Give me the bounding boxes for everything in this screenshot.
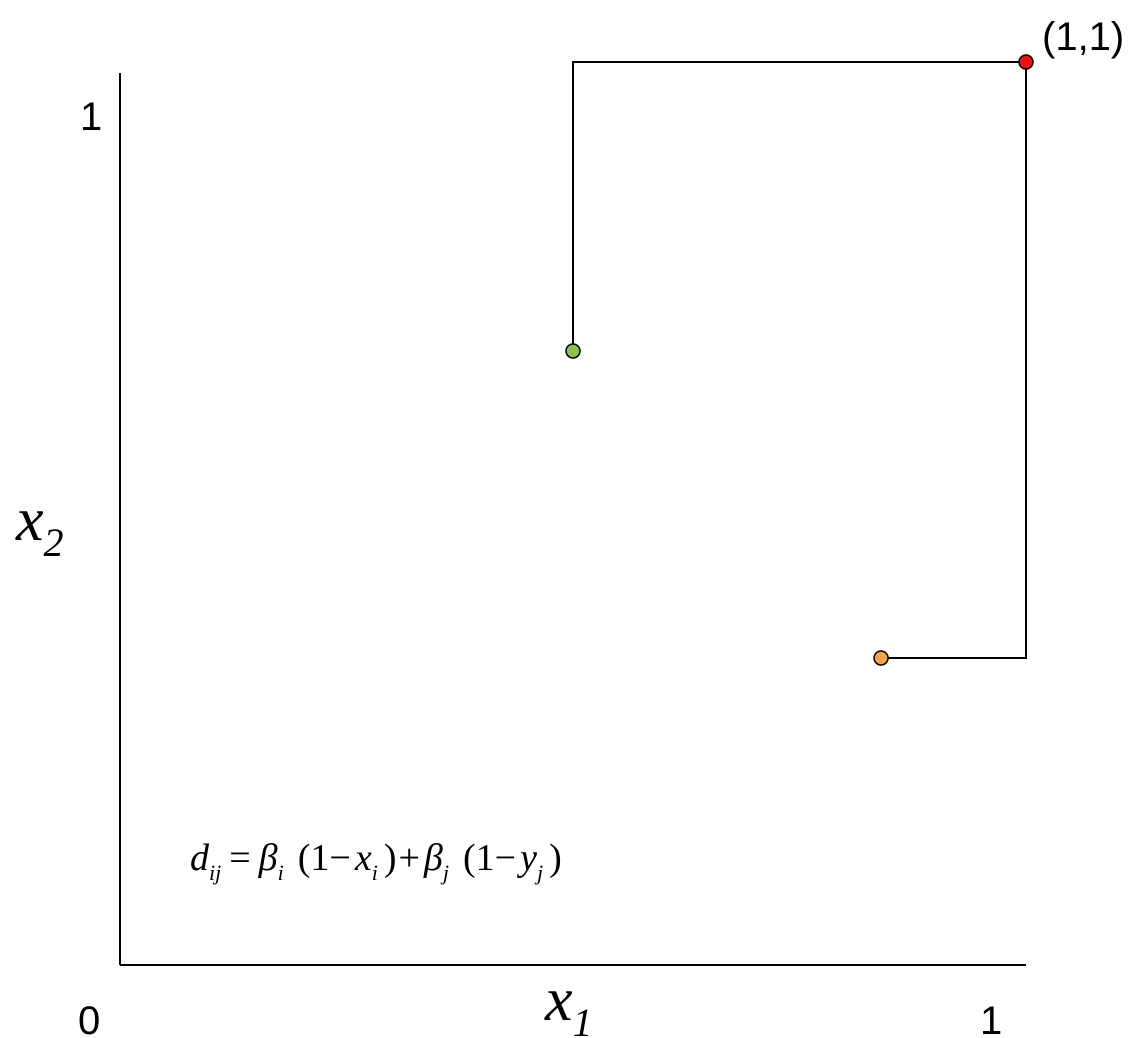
formula-lhs-sub: ij <box>209 860 221 885</box>
formula-x-i-sub: i <box>372 860 378 885</box>
x-axis-subscript: 1 <box>573 1000 593 1038</box>
formula-x-i: x <box>354 837 372 879</box>
formula-lhs: d <box>190 837 210 879</box>
formula-beta-i-sub: i <box>278 860 284 885</box>
y-axis-subscript: 2 <box>44 520 64 565</box>
x-axis-variable: x <box>544 966 573 1034</box>
point-orange <box>873 650 889 666</box>
formula-close-i: ) <box>384 837 397 879</box>
formula-beta-j-sub: j <box>440 860 449 885</box>
formula-minus-i: − <box>329 837 350 879</box>
distance-formula: dij=βi(1−xi)+βj(1−yj) <box>190 837 562 885</box>
formula-open-j: (1 <box>463 837 495 879</box>
formula-minus-j: − <box>495 837 516 879</box>
distance-path-orange <box>881 62 1027 659</box>
formula-y-j: y <box>516 837 537 879</box>
formula-y-j-sub: j <box>534 860 543 885</box>
formula-equals: = <box>229 837 250 879</box>
x-axis-variable-label: x1 <box>544 966 593 1038</box>
x-tick-min-label: 0 <box>78 999 100 1038</box>
point-red <box>1018 54 1034 70</box>
formula-open-i: (1 <box>298 837 330 879</box>
y-tick-max-label: 1 <box>80 95 102 139</box>
point-green <box>565 343 581 359</box>
distance-path-green <box>572 61 1026 351</box>
x-tick-max-label: 1 <box>980 999 1002 1038</box>
point-red-label: (1,1) <box>1042 15 1124 59</box>
formula-beta-i: β <box>258 837 278 879</box>
y-axis-variable: x <box>15 486 44 554</box>
y-axis-variable-label: x2 <box>15 486 64 565</box>
formula-close-j: ) <box>549 837 562 879</box>
formula-plus: + <box>398 837 419 879</box>
formula-beta-j: β <box>423 837 443 879</box>
